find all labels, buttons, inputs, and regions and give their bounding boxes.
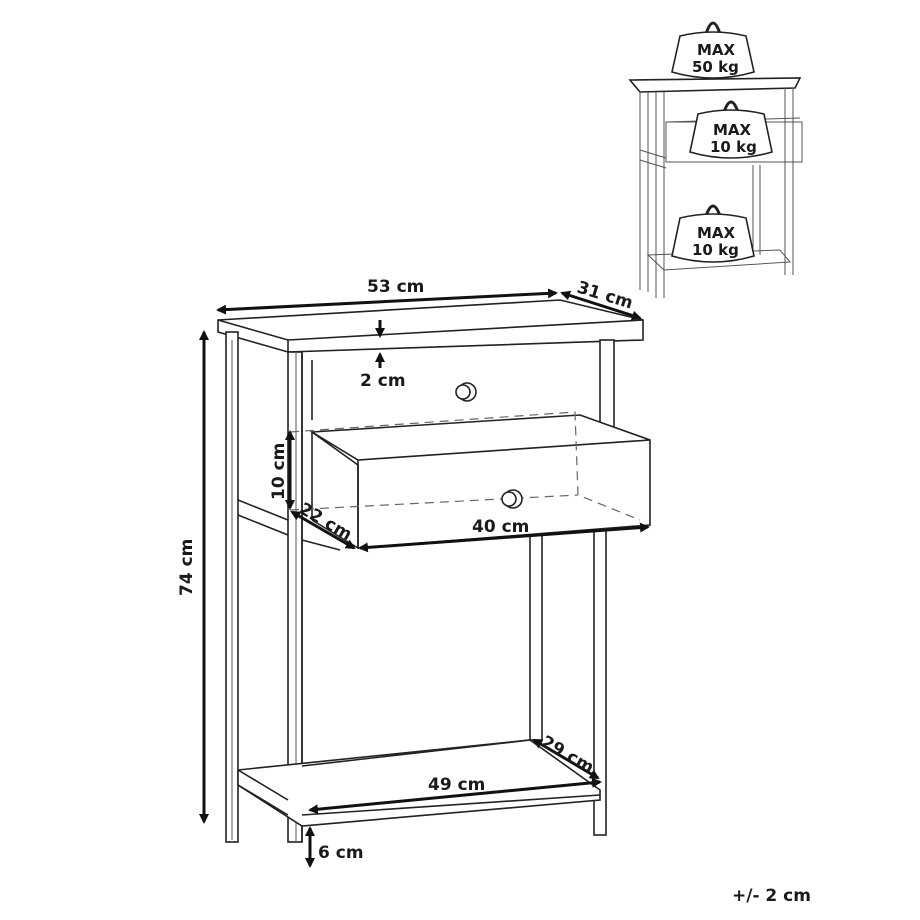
label-drawer-depth: 22 cm [296,499,356,545]
label-drawer-height: 10 cm [269,443,289,500]
dim-drawer-depth [290,510,356,550]
label-shelf-width: 49 cm [428,775,485,795]
svg-text:MAX: MAX [697,41,736,59]
svg-text:MAX: MAX [713,121,752,139]
back-right-leg-lower [529,534,543,741]
label-total-height: 74 cm [177,539,197,596]
dim-shelf-width [308,777,602,815]
weight-shelf-icon: MAX 10 kg [671,204,755,263]
svg-text:10 kg: 10 kg [710,138,757,156]
dim-top-width [216,288,558,315]
label-drawer-width: 40 cm [472,517,529,537]
dimension-lines [199,288,650,868]
weight-drawer-icon: MAX 10 kg [689,100,773,159]
svg-text:MAX: MAX [697,224,736,242]
label-top-thickness: 2 cm [360,371,406,391]
tolerance-note: +/- 2 cm [732,886,811,906]
load-limit-inset: MAX 50 kg MAX 10 kg MAX 10 kg [628,21,803,298]
dim-drawer-width [358,522,650,553]
label-floor-clearance: 6 cm [318,843,364,863]
svg-text:10 kg: 10 kg [692,241,739,259]
dim-top-depth [560,290,642,321]
svg-text:50 kg: 50 kg [692,58,739,76]
weight-top-icon: MAX 50 kg [671,21,755,79]
label-top-width: 53 cm [367,277,424,297]
dim-shelf-depth [532,738,600,780]
